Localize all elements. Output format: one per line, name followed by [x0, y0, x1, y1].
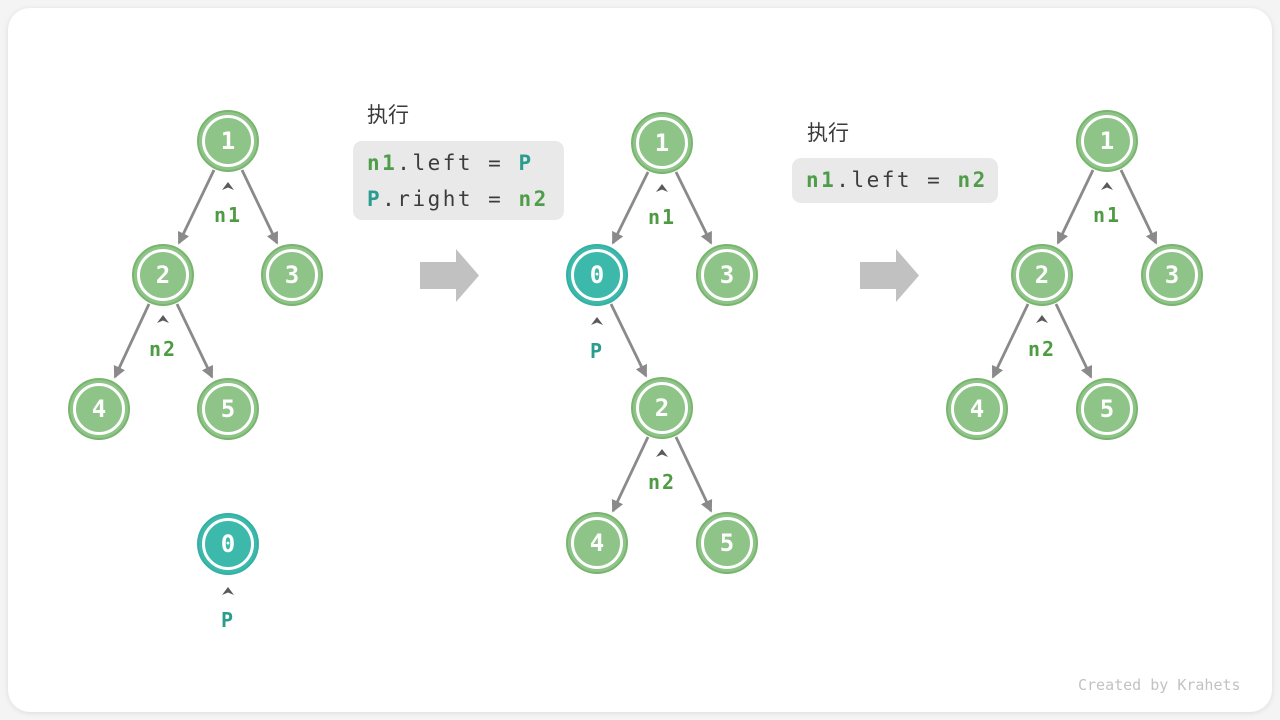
tree-node-3: 3 [261, 244, 323, 306]
code-token-p: P [367, 187, 383, 211]
pointer-label-p: P [590, 339, 604, 363]
tree-node-5: 5 [1076, 378, 1138, 440]
credit-text: Created by Krahets [1078, 676, 1241, 694]
node-value: 5 [221, 395, 235, 423]
pointer-caret-icon [157, 315, 169, 323]
pointer-caret-icon [1036, 315, 1048, 323]
node-value: 1 [655, 129, 669, 157]
tree-node-2: 2 [132, 244, 194, 306]
code-token-n2: n2 [518, 187, 549, 211]
pointer-label-n2: n2 [1028, 337, 1056, 361]
node-value: 2 [655, 394, 669, 422]
node-value: 3 [1165, 261, 1179, 289]
tree-node-1: 1 [1076, 110, 1138, 172]
pointer-caret-icon [1101, 182, 1113, 190]
code-token-n1: n1 [806, 168, 837, 192]
edge-1-3 [674, 171, 713, 245]
edge-1-0 [611, 171, 650, 245]
node-value: 3 [285, 261, 299, 289]
edge-2-5 [674, 436, 713, 513]
edge-2-4 [611, 436, 650, 513]
tree-node-5: 5 [197, 378, 259, 440]
code-token-plain: .left = [836, 168, 958, 192]
tree-during: 1 0 3 2 4 5 n1 P [566, 112, 758, 574]
tree-after: 1 2 3 4 5 n1 n2 [946, 110, 1203, 440]
edge-1-3 [240, 169, 279, 245]
step2-execute-label: 执行 [807, 122, 849, 145]
code-line: P.right = n2 [367, 181, 564, 217]
node-value: 3 [720, 261, 734, 289]
tree-node-4: 4 [68, 378, 130, 440]
tree-node-2: 2 [631, 377, 693, 439]
tree-node-0: 0 [566, 244, 628, 306]
node-value: 2 [1035, 261, 1049, 289]
tree-before: 1 2 3 4 5 0 n1 n2 [68, 110, 323, 632]
node-value: 4 [590, 529, 604, 557]
pointer-caret-icon [656, 449, 668, 457]
pointer-caret-icon [222, 587, 234, 595]
step1-execute-label: 执行 [367, 104, 409, 127]
edge-1-2 [177, 169, 216, 245]
pointer-label-p: P [221, 608, 235, 632]
node-value: 4 [92, 395, 106, 423]
tree-node-0-detached: 0 [197, 513, 259, 575]
edge-2-5 [1054, 303, 1093, 379]
pointer-label-n1: n1 [1093, 203, 1121, 227]
tree-node-4: 4 [566, 512, 628, 574]
node-value: 0 [590, 261, 604, 289]
node-value: 5 [720, 529, 734, 557]
tree-node-4: 4 [946, 378, 1008, 440]
tree-node-3: 3 [696, 244, 758, 306]
code-token-p: P [518, 151, 534, 175]
transition-arrow-icon [420, 249, 479, 302]
code-token-n2: n2 [957, 168, 988, 192]
node-value: 1 [221, 127, 235, 155]
edge-1-2 [1056, 169, 1095, 245]
tree-node-5: 5 [696, 512, 758, 574]
pointer-label-n1: n1 [648, 205, 676, 229]
edge-1-3 [1119, 169, 1158, 245]
edge-2-4 [991, 303, 1030, 379]
node-value: 0 [221, 530, 235, 558]
node-value: 5 [1100, 395, 1114, 423]
pointer-caret-icon [222, 182, 234, 190]
code-line: n1.left = P [367, 145, 564, 181]
tree-node-1: 1 [197, 110, 259, 172]
pointer-caret-icon [656, 184, 668, 192]
code-token-n1: n1 [367, 151, 398, 175]
pointer-label-n2: n2 [648, 470, 676, 494]
edge-2-5 [175, 303, 214, 379]
node-value: 4 [970, 395, 984, 423]
pointer-caret-icon [591, 317, 603, 325]
code-token-plain: .right = [382, 187, 519, 211]
tree-node-1: 1 [631, 112, 693, 174]
step1-code-box: n1.left = P P.right = n2 [353, 141, 564, 220]
step2-code-box: n1.left = n2 [792, 158, 998, 203]
pointer-label-n2: n2 [149, 337, 177, 361]
node-value: 1 [1100, 127, 1114, 155]
edge-0-2 [609, 303, 648, 378]
transition-arrow-icon [860, 249, 919, 302]
code-line: n1.left = n2 [806, 162, 998, 198]
tree-node-3: 3 [1141, 244, 1203, 306]
tree-node-2: 2 [1011, 244, 1073, 306]
pointer-label-n1: n1 [214, 203, 242, 227]
code-token-plain: .left = [397, 151, 519, 175]
edge-2-4 [113, 303, 151, 379]
node-value: 2 [156, 261, 170, 289]
